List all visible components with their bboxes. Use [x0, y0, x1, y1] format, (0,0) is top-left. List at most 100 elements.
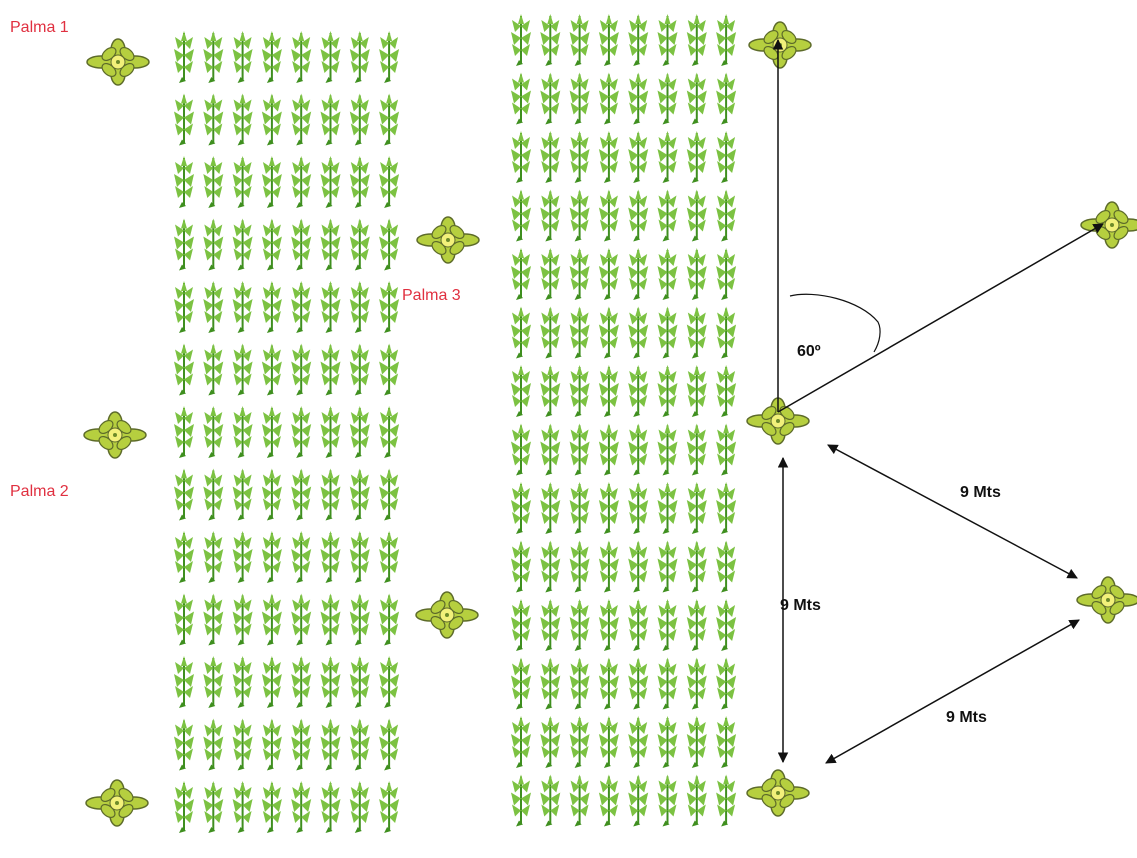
angle-label: 60º	[797, 343, 821, 360]
crop-plant-icon	[378, 530, 401, 584]
crop-plant-icon	[597, 305, 620, 360]
crop-block-right	[510, 13, 738, 828]
crop-plant-icon	[715, 188, 738, 243]
crop-plant-icon	[656, 481, 679, 535]
crop-plant-icon	[685, 247, 708, 301]
crop-plant-icon	[290, 655, 313, 709]
crop-plant-icon	[290, 717, 313, 772]
crop-plant-icon	[715, 130, 738, 184]
crop-plant-icon	[510, 422, 532, 477]
crop-plant-icon	[715, 773, 738, 828]
crop-plant-icon	[715, 656, 738, 711]
crop-plant-icon	[202, 530, 225, 584]
crop-plant-icon	[568, 656, 591, 711]
crop-plant-icon	[627, 188, 650, 243]
diagonal-60-arrow	[777, 223, 1104, 413]
crop-plant-icon	[290, 217, 313, 272]
lower-diagonal-distance-arrow	[825, 619, 1080, 764]
crop-plant-icon	[231, 530, 254, 584]
crop-plant-icon	[173, 780, 195, 834]
crop-plant-icon	[568, 364, 591, 418]
crop-plant-icon	[378, 30, 401, 84]
crop-plant-icon	[685, 130, 708, 184]
crop-plant-icon	[539, 130, 562, 184]
crop-plant-icon	[348, 30, 371, 84]
crop-plant-icon	[290, 342, 313, 397]
crop-plant-icon	[231, 467, 254, 522]
crop-plant-icon	[319, 342, 342, 397]
crop-plant-icon	[685, 188, 708, 243]
crop-plant-icon	[539, 364, 562, 418]
crop-plant-icon	[627, 656, 650, 711]
crop-plant-icon	[656, 598, 679, 652]
vertical-distance-label: 9 Mts	[780, 597, 821, 614]
crop-plant-icon	[378, 217, 401, 272]
crop-plant-icon	[202, 780, 225, 834]
crop-plant-icon	[685, 773, 708, 828]
crop-plant-icon	[319, 592, 342, 647]
crop-plant-icon	[627, 598, 650, 652]
crop-plant-icon	[656, 305, 679, 360]
palm-icon	[416, 216, 480, 264]
crop-plant-icon	[378, 655, 401, 709]
crop-plant-icon	[260, 467, 283, 522]
crop-plant-icon	[539, 715, 562, 769]
crop-plant-icon	[348, 592, 371, 647]
crop-plant-icon	[319, 780, 342, 834]
crop-plant-icon	[627, 715, 650, 769]
crop-plant-icon	[319, 717, 342, 772]
crop-plant-icon	[348, 92, 371, 147]
crop-plant-icon	[260, 592, 283, 647]
crop-plant-icon	[656, 422, 679, 477]
crop-plant-icon	[568, 539, 591, 594]
crop-plant-icon	[202, 30, 225, 84]
crop-plant-icon	[597, 364, 620, 418]
crop-plant-icon	[715, 481, 738, 535]
crop-plant-icon	[319, 92, 342, 147]
crop-plant-icon	[539, 773, 562, 828]
crop-plant-icon	[202, 155, 225, 209]
crop-plant-icon	[627, 13, 650, 67]
crop-plant-icon	[319, 30, 342, 84]
crop-plant-icon	[715, 13, 738, 67]
crop-plant-icon	[715, 715, 738, 769]
crop-plant-icon	[685, 598, 708, 652]
crop-plant-icon	[173, 405, 195, 459]
crop-plant-icon	[319, 280, 342, 334]
crop-plant-icon	[627, 130, 650, 184]
crop-plant-icon	[173, 92, 195, 147]
crop-plant-icon	[260, 155, 283, 209]
crop-plant-icon	[378, 92, 401, 147]
crop-plant-icon	[173, 467, 195, 522]
crop-plant-icon	[539, 188, 562, 243]
crop-plant-icon	[378, 155, 401, 209]
crop-plant-icon	[231, 717, 254, 772]
crop-plant-icon	[378, 280, 401, 334]
crop-plant-icon	[568, 188, 591, 243]
upper-diagonal-distance-label: 9 Mts	[960, 484, 1001, 501]
crop-plant-icon	[173, 530, 195, 584]
crop-plant-icon	[685, 305, 708, 360]
crop-plant-icon	[231, 280, 254, 334]
crop-plant-icon	[539, 539, 562, 594]
crop-plant-icon	[290, 780, 313, 834]
crop-plant-icon	[173, 217, 195, 272]
crop-plant-icon	[715, 247, 738, 301]
palm-icon	[1076, 576, 1137, 624]
crop-plant-icon	[568, 598, 591, 652]
palm-icon	[746, 769, 810, 817]
lower-diagonal-distance-label: 9 Mts	[946, 709, 987, 726]
crop-plant-icon	[510, 539, 532, 594]
crop-plant-icon	[173, 717, 195, 772]
crop-plant-icon	[685, 656, 708, 711]
crop-plant-icon	[290, 530, 313, 584]
crop-plant-icon	[568, 13, 591, 67]
crop-plant-icon	[568, 247, 591, 301]
crop-plant-icon	[597, 71, 620, 126]
crop-plant-icon	[568, 305, 591, 360]
crop-plant-icon	[627, 305, 650, 360]
crop-plant-icon	[510, 305, 532, 360]
crop-plant-icon	[627, 71, 650, 126]
crop-plant-icon	[202, 405, 225, 459]
